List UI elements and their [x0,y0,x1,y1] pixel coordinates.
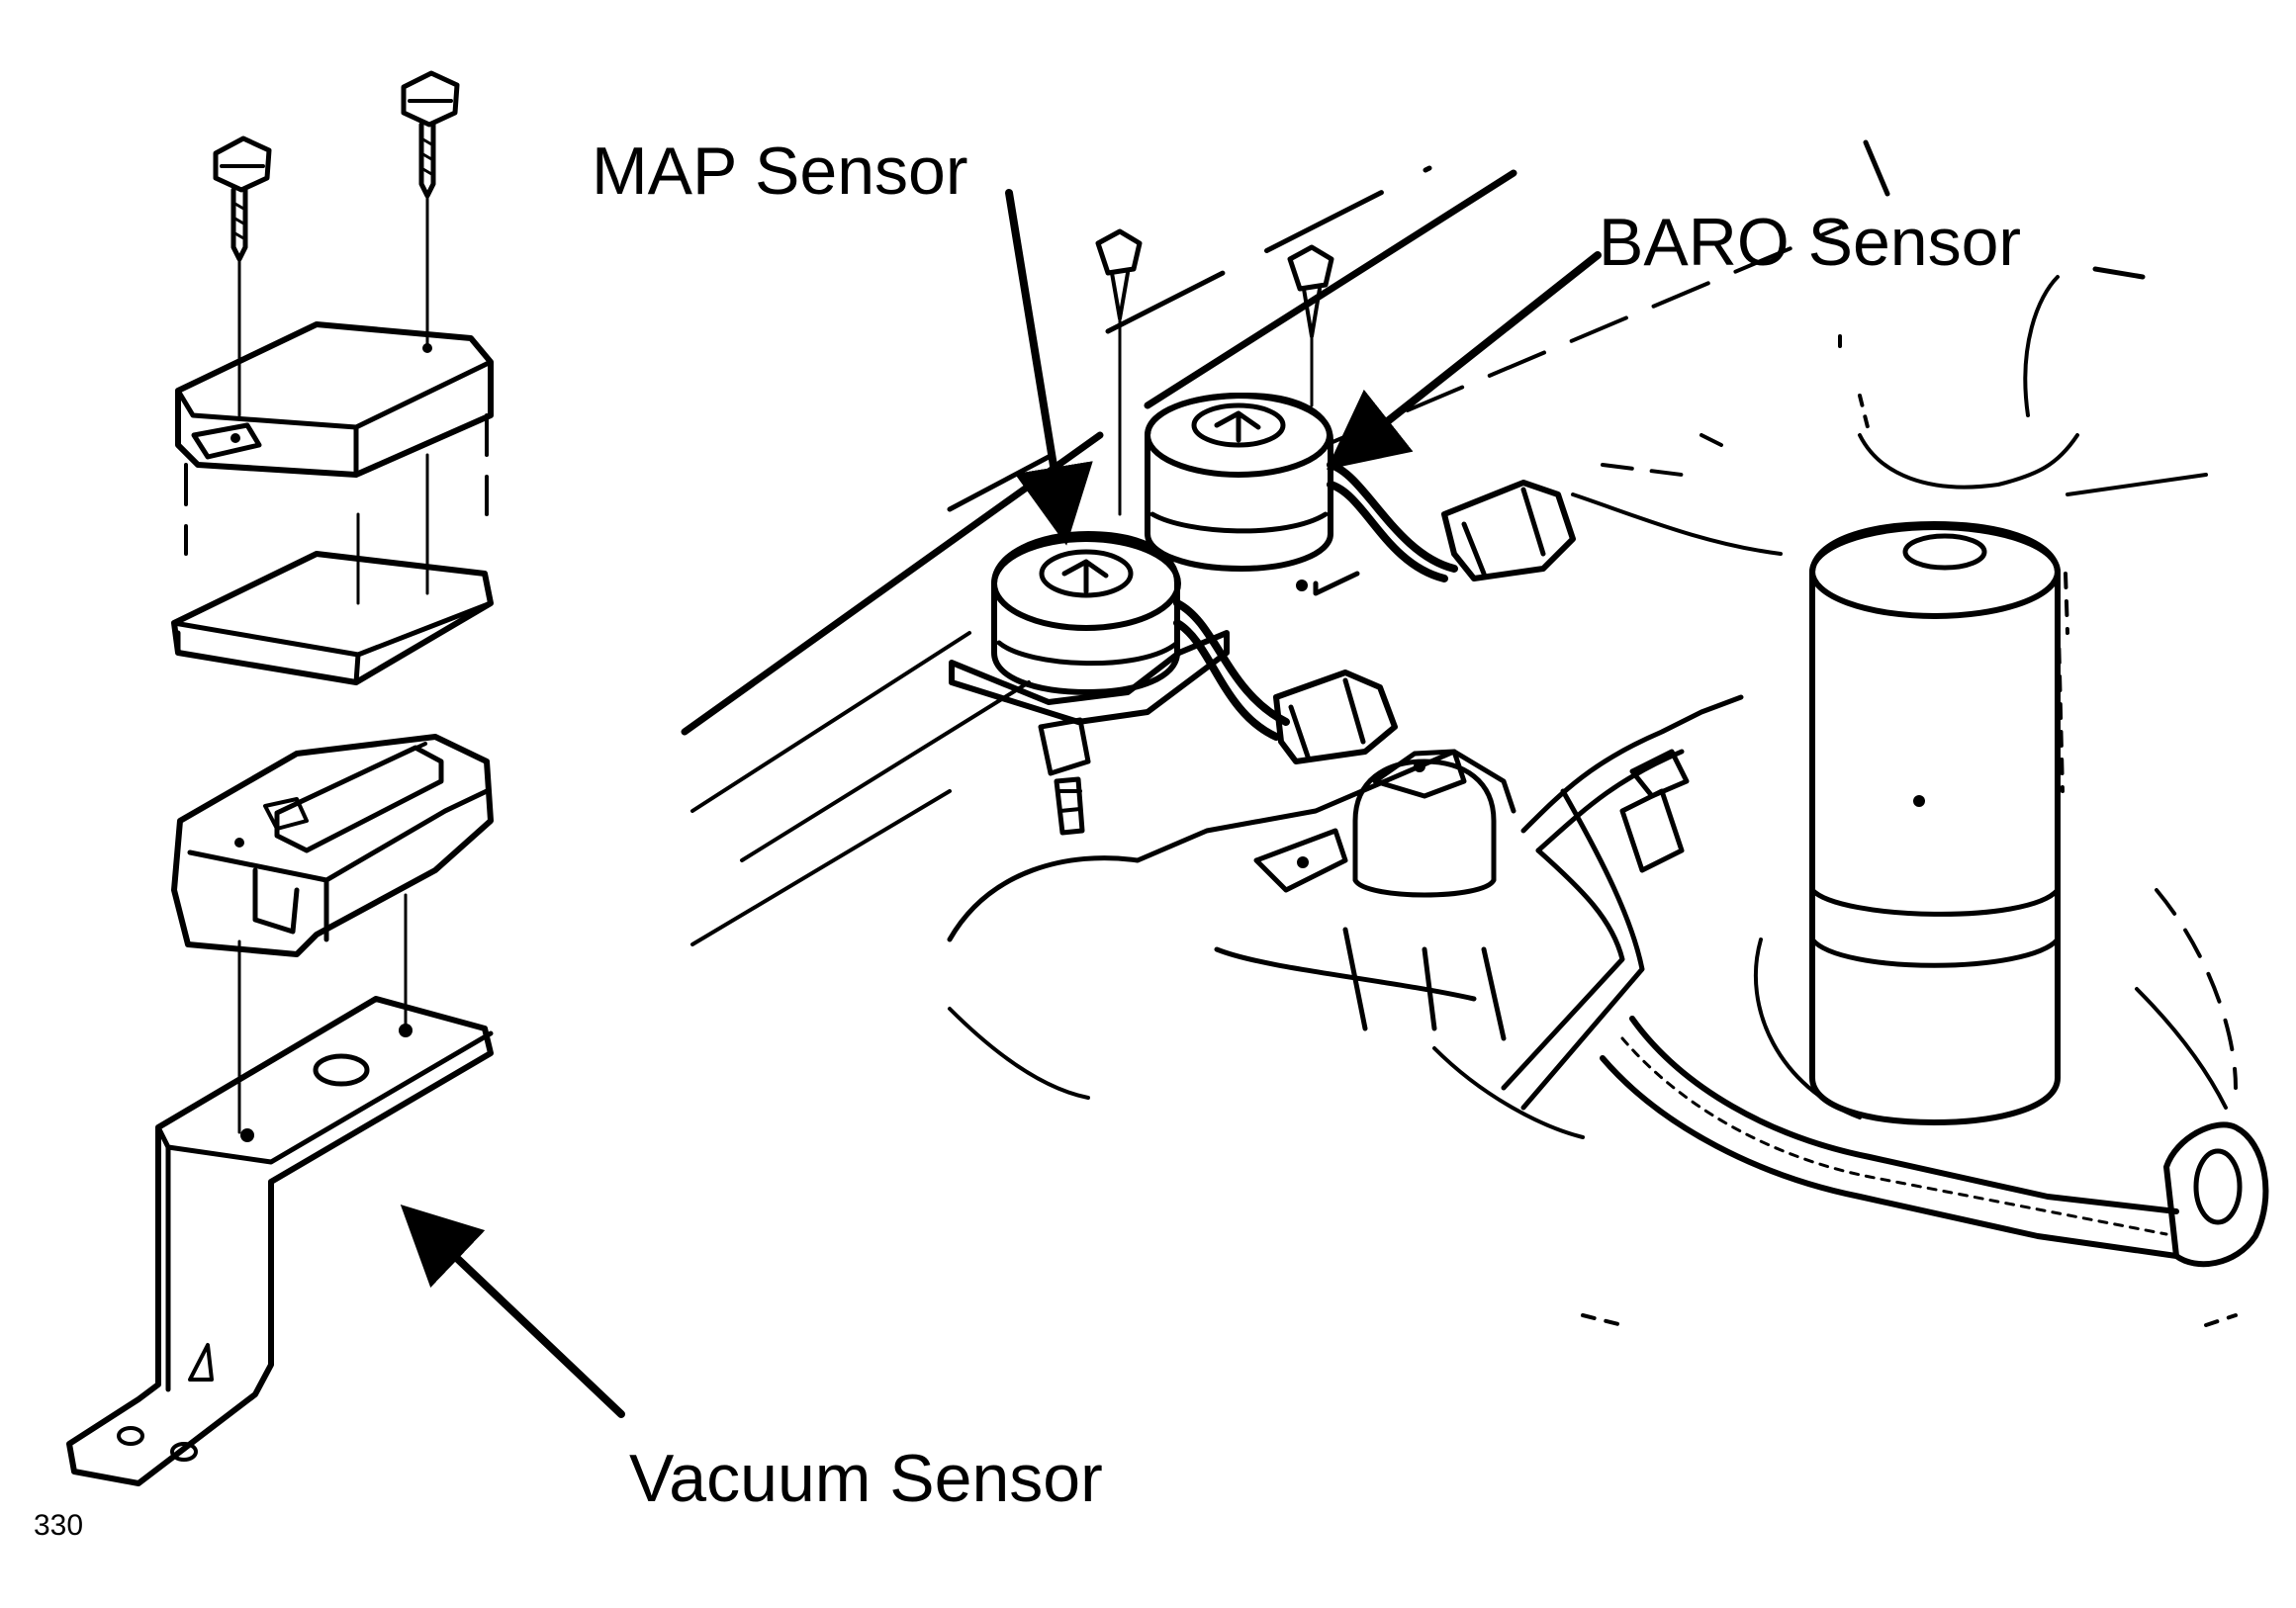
screw-map [1095,228,1143,516]
engine-bay-view [681,165,2269,1327]
map-sensor-label: MAP Sensor [592,134,967,209]
canister [1809,521,2069,1125]
map-sensor-arrow [1005,189,1093,546]
baro-connector [1327,461,1576,582]
screw-left [213,135,272,417]
vacuum-sensor-label: Vacuum Sensor [629,1441,1103,1516]
vacuum-sensor-body [171,734,494,1134]
sensor-cover [175,321,494,478]
background-sketch [948,275,2238,1327]
baro-sensor [1145,393,1360,596]
frame-lines [681,165,1842,946]
screw-right [401,70,460,348]
baro-leader-right [2092,266,2146,280]
baro-sensor-label: BARO Sensor [1599,205,2021,280]
map-connector [1173,599,1398,764]
figure-number: 330 [34,1509,83,1542]
vacuum-nipple [1038,717,1091,836]
vacuum-sensor-arrow [400,1204,625,1418]
intake-manifold [947,749,1516,1041]
alignment-lines [184,413,489,605]
vacuum-hose [1501,694,1744,1111]
sensor-gasket [171,551,494,685]
baro-sensor-arrow [1326,251,1602,470]
ground-strap [1600,1016,2269,1268]
screw-baro [1287,244,1334,407]
callout-arrows [400,139,2146,1418]
mounting-bracket [66,996,494,1486]
baro-leader-top [1863,139,1890,197]
vacuum-sensor-assembly [66,70,494,1486]
